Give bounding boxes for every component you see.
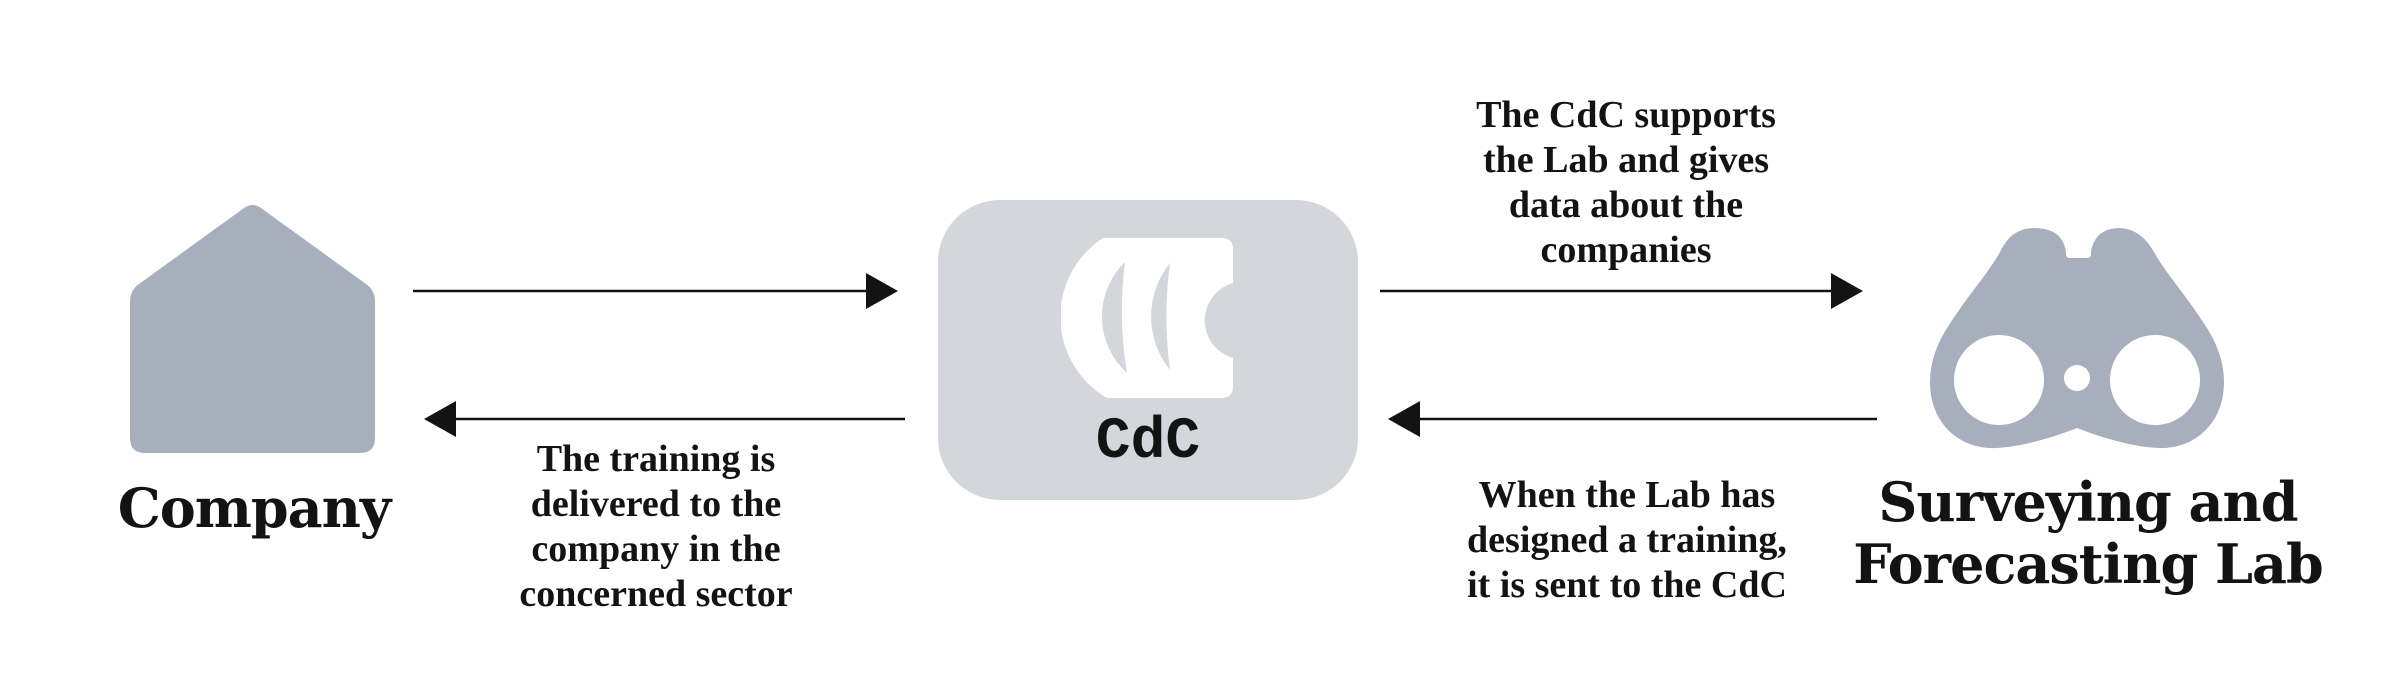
edge-label-line: it is sent to the CdC: [1467, 564, 1787, 606]
node-lab: [1907, 222, 2247, 454]
lab-label-line-2: Forecasting Lab: [1853, 532, 2323, 596]
edge-label-line: When the Lab has: [1478, 474, 1776, 516]
edge-label-line: company in the: [531, 528, 781, 570]
node-company: [130, 200, 375, 453]
cdc-label: CdC: [1095, 410, 1201, 475]
edge-label-line: the Lab and gives: [1482, 139, 1770, 181]
edge-label-line: delivered to the: [530, 483, 782, 525]
arrow-company-to-cdc: [413, 273, 898, 309]
edge-label-line: companies: [1540, 229, 1712, 271]
arrow-lab-to-cdc: [1388, 401, 1877, 437]
edge-label-line: designed a training,: [1467, 519, 1787, 561]
lab-label: Surveying and Forecasting Lab: [1838, 471, 2338, 595]
arrow-cdc-to-company: [424, 401, 905, 437]
arrow-cdc-to-lab: [1380, 273, 1863, 309]
cdc-crescents-logo: [1061, 238, 1233, 398]
edge-label-line: The CdC supports: [1476, 94, 1776, 136]
company-label: Company: [117, 476, 392, 540]
edge-label-cdc-to-lab: The CdC supports the Lab and gives data …: [1416, 93, 1836, 273]
edge-label-line: The training is: [536, 438, 776, 480]
house-icon: [130, 205, 375, 453]
binoculars-icon: [1930, 228, 2224, 449]
lab-label-line-1: Surveying and: [1878, 470, 2298, 534]
edge-label-line: concerned sector: [519, 573, 793, 615]
node-cdc: CdC: [938, 200, 1358, 500]
edge-label-lab-to-cdc: When the Lab has designed a training, it…: [1417, 473, 1837, 608]
edge-label-cdc-to-company: The training is delivered to the company…: [466, 437, 846, 617]
edge-label-line: data about the: [1508, 184, 1744, 226]
